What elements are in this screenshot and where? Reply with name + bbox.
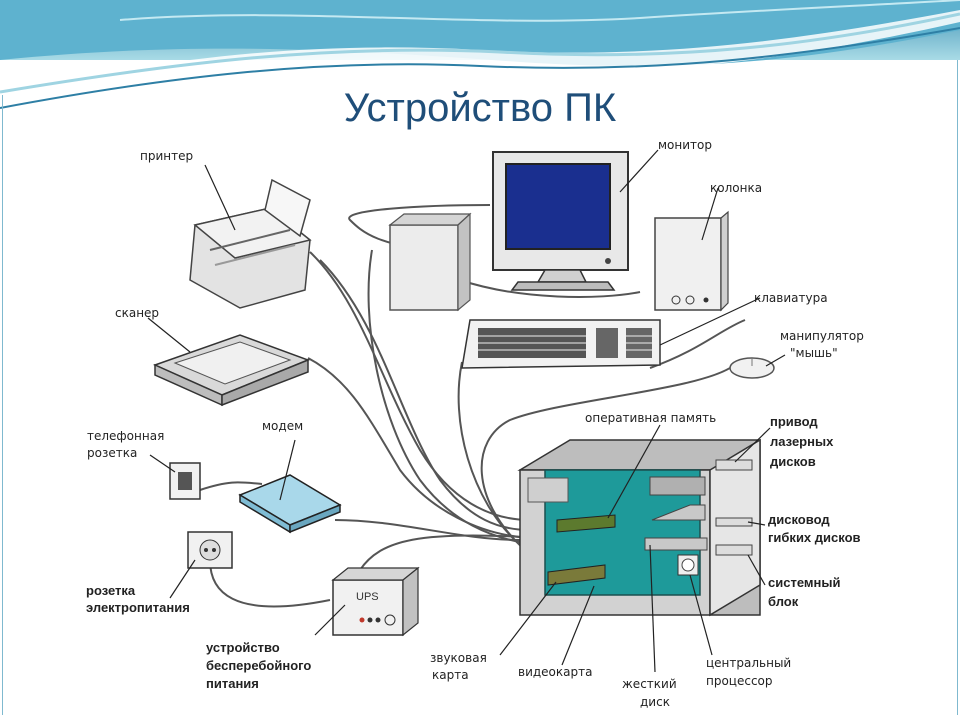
leader-lines <box>147 149 786 673</box>
mouse-device <box>729 357 775 379</box>
ups-device-text: UPS <box>356 591 379 603</box>
slide-title: Устройство ПК <box>343 86 617 130</box>
slide-border-left <box>2 95 3 715</box>
power-socket <box>187 531 233 569</box>
label-sound-card-1: звуковая <box>430 651 487 665</box>
label-monitor: монитор <box>658 138 712 152</box>
scanner-device <box>152 334 311 407</box>
wave-banner <box>0 0 960 109</box>
label-optical-3: дисков <box>770 454 816 469</box>
label-hdd-2: диск <box>640 695 670 709</box>
label-floppy-1: дисковод <box>768 512 830 527</box>
keyboard-device <box>461 319 661 369</box>
label-hdd-1: жесткий <box>622 677 677 691</box>
label-optical-1: привод <box>770 414 818 429</box>
label-scanner: сканер <box>115 306 160 320</box>
modem-device <box>238 474 342 534</box>
label-phone-socket-2: розетка <box>87 446 138 460</box>
label-ups-1: устройство <box>206 640 280 655</box>
label-floppy-2: гибких дисков <box>768 530 861 545</box>
tower-left <box>388 212 472 312</box>
slide-border-right <box>957 60 958 715</box>
label-system-unit-1: системный <box>768 575 841 590</box>
monitor-device <box>492 151 629 291</box>
system-unit-open <box>517 438 761 617</box>
label-sound-card-2: карта <box>432 668 469 682</box>
label-video-card: видеокарта <box>518 665 593 679</box>
label-system-unit-2: блок <box>768 594 799 609</box>
speaker-device <box>654 210 729 312</box>
printer-device <box>189 178 312 309</box>
label-cpu-1: центральный <box>706 656 792 670</box>
label-phone-socket-1: телефонная <box>87 429 165 443</box>
label-ups-2: бесперебойного <box>206 658 312 673</box>
label-speaker: колонка <box>710 181 763 195</box>
ups-device <box>331 566 420 637</box>
label-keyboard: клавиатура <box>754 291 828 305</box>
label-ram: оперативная память <box>585 411 717 425</box>
label-ups-3: питания <box>206 676 259 691</box>
label-power-socket-1: розетка <box>86 583 136 598</box>
label-mouse-1: манипулятор <box>780 329 864 343</box>
label-modem: модем <box>262 419 304 433</box>
label-mouse-2: "мышь" <box>790 346 838 360</box>
label-printer: принтер <box>140 149 194 163</box>
phone-socket <box>169 462 201 500</box>
label-power-socket-2: электропитания <box>86 600 190 615</box>
label-cpu-2: процессор <box>706 674 773 688</box>
label-optical-2: лазерных <box>770 434 834 449</box>
